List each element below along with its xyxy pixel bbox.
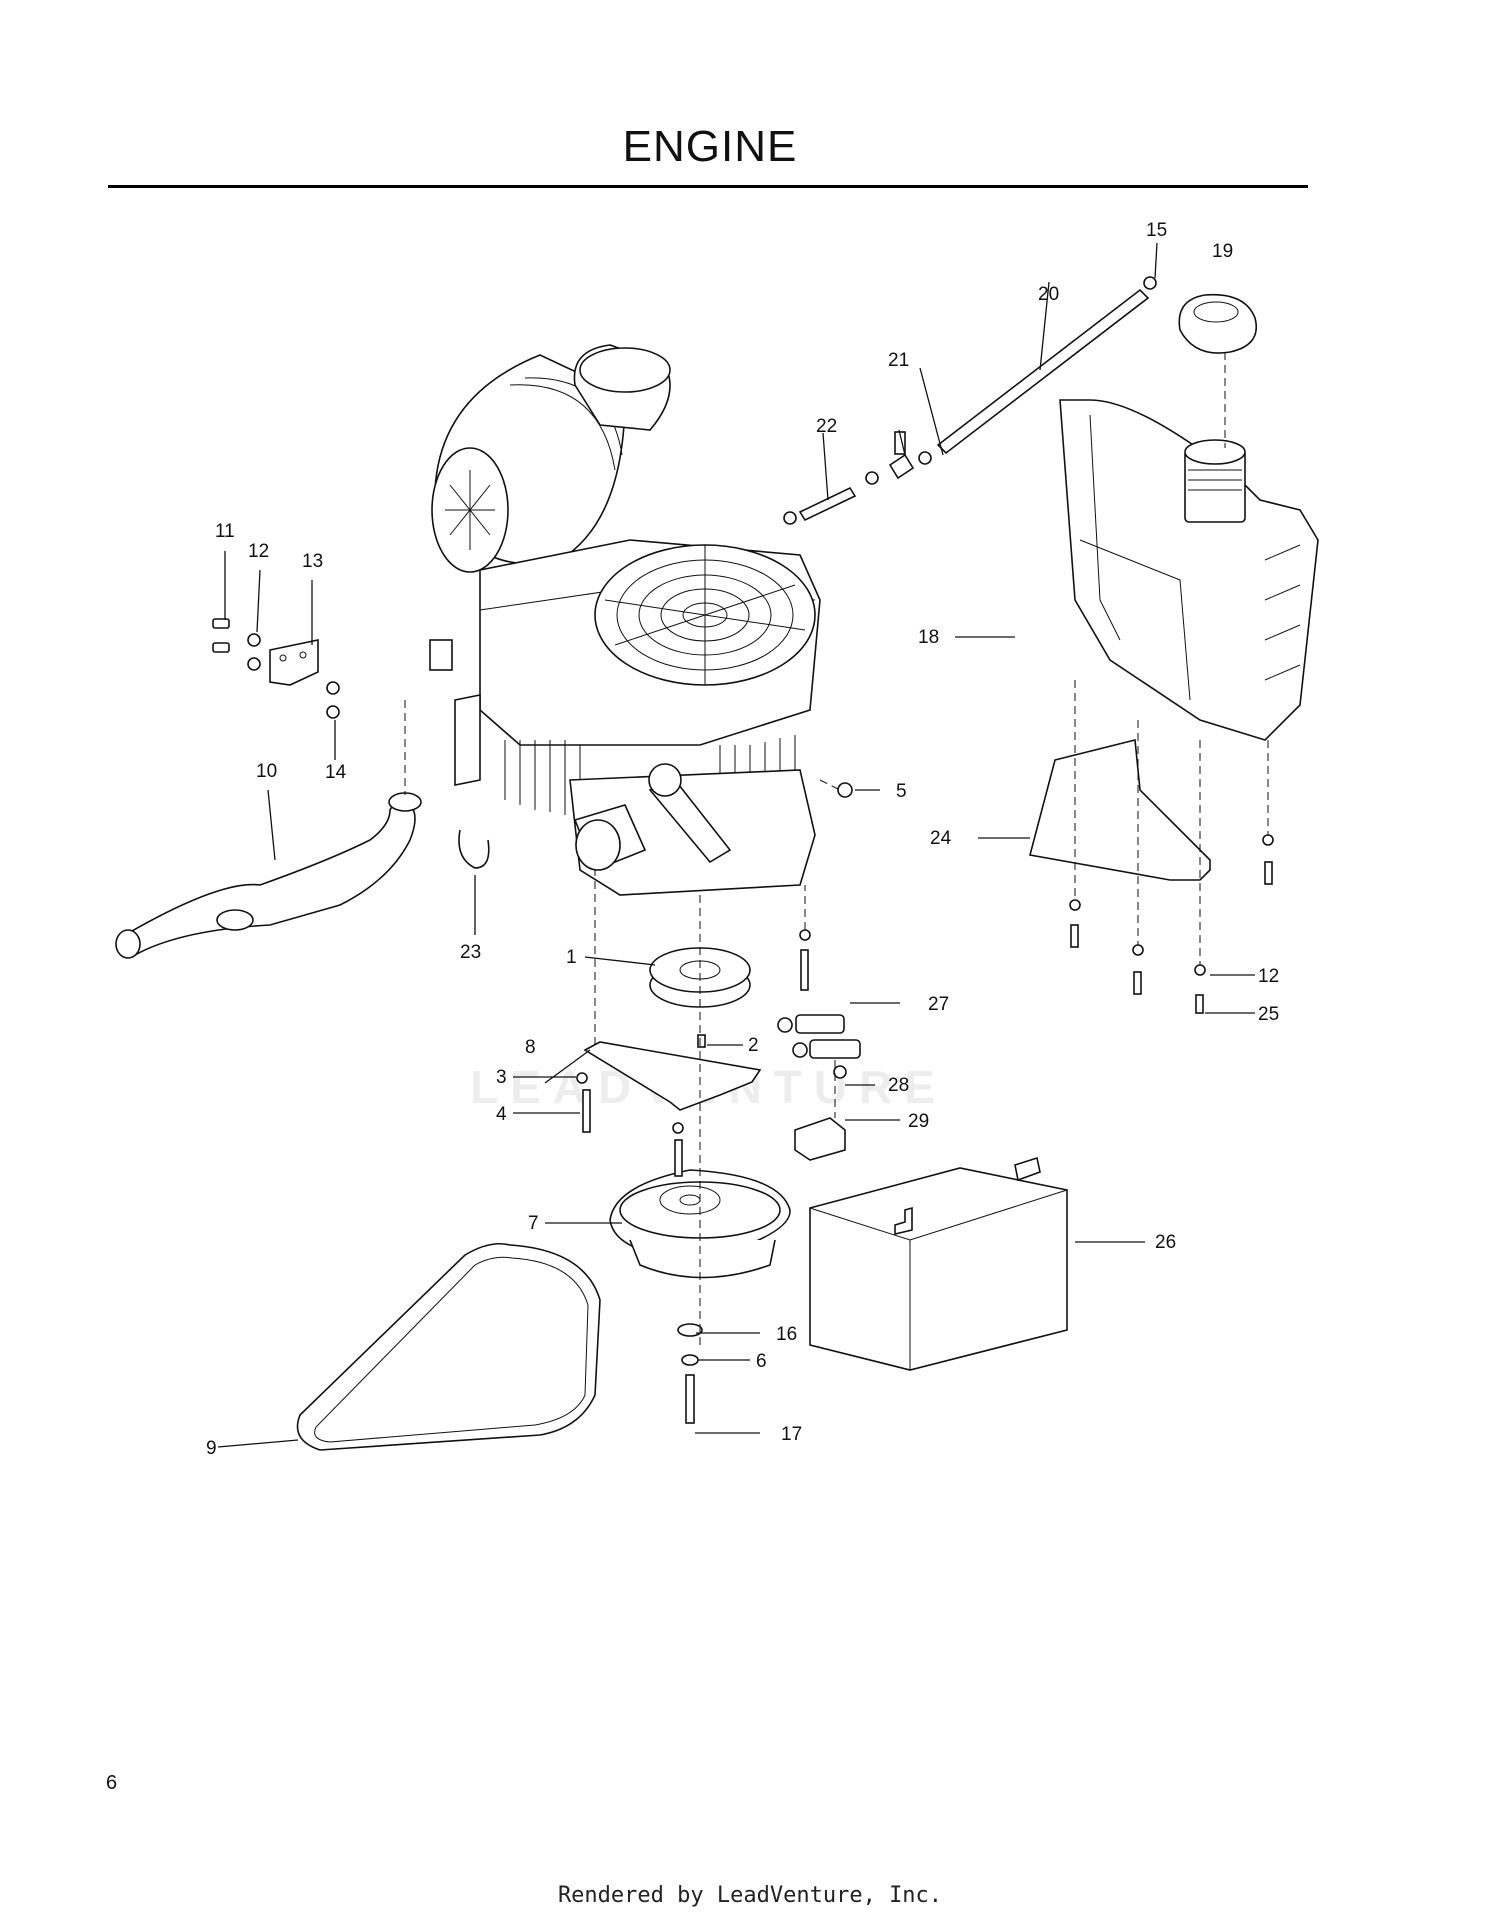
callout-26: 26 bbox=[1155, 1232, 1176, 1253]
callout-8: 8 bbox=[525, 1037, 536, 1058]
heat-shield bbox=[1029, 738, 1211, 881]
solenoid bbox=[794, 1117, 846, 1161]
page-title: ENGINE bbox=[622, 122, 798, 171]
drive-belt bbox=[296, 1242, 601, 1451]
pto-bracket bbox=[583, 1041, 762, 1111]
callout-21: 21 bbox=[888, 350, 909, 371]
callout-22: 22 bbox=[816, 416, 837, 437]
callout-12-top: 12 bbox=[248, 541, 269, 562]
callout-29: 29 bbox=[908, 1111, 929, 1132]
callout-19: 19 bbox=[1212, 241, 1233, 262]
callout-20: 20 bbox=[1038, 284, 1059, 305]
callout-3: 3 bbox=[496, 1067, 507, 1088]
callout-23: 23 bbox=[460, 942, 481, 963]
callout-17: 17 bbox=[781, 1424, 802, 1445]
bracket-fasteners bbox=[212, 618, 340, 719]
callout-16: 16 bbox=[776, 1324, 797, 1345]
washer bbox=[677, 1323, 703, 1337]
callout-6: 6 bbox=[756, 1351, 767, 1372]
callout-13: 13 bbox=[302, 551, 323, 572]
clip bbox=[458, 829, 490, 869]
callout-1: 1 bbox=[566, 947, 577, 968]
footer-credit: Rendered by LeadVenture, Inc. bbox=[557, 1883, 943, 1908]
leader-lines bbox=[217, 242, 1255, 1448]
callout-14: 14 bbox=[325, 762, 347, 783]
callout-12-bottom: 12 bbox=[1258, 966, 1279, 987]
callout-24: 24 bbox=[930, 828, 952, 849]
fuel-line-assembly bbox=[783, 276, 1157, 525]
page-number: 6 bbox=[106, 1772, 118, 1794]
callout-labels: 1 2 3 4 5 6 7 8 9 10 11 12 12 13 14 15 1… bbox=[206, 220, 1279, 1459]
battery bbox=[809, 1156, 1068, 1371]
callout-18: 18 bbox=[918, 627, 939, 648]
callout-9: 9 bbox=[206, 1438, 217, 1459]
callout-5: 5 bbox=[896, 781, 907, 802]
exhaust-pipe-illustration bbox=[115, 792, 422, 959]
alignment-lines bbox=[404, 352, 1269, 1345]
callout-27: 27 bbox=[928, 994, 949, 1015]
callout-25: 25 bbox=[1258, 1004, 1279, 1025]
callout-11: 11 bbox=[215, 521, 235, 542]
callout-28: 28 bbox=[888, 1075, 909, 1096]
callout-4: 4 bbox=[496, 1104, 507, 1125]
lock-washer bbox=[681, 1354, 699, 1366]
callout-2: 2 bbox=[748, 1035, 759, 1056]
engine-illustration bbox=[429, 344, 821, 896]
pto-bolt bbox=[685, 1374, 695, 1424]
title-rule bbox=[108, 185, 1308, 188]
fittings bbox=[777, 1014, 861, 1059]
callout-15: 15 bbox=[1146, 220, 1167, 241]
callout-7: 7 bbox=[528, 1213, 539, 1234]
callout-10: 10 bbox=[256, 761, 277, 782]
hardware bbox=[672, 782, 1274, 1177]
fuel-tank-illustration bbox=[1059, 293, 1319, 741]
